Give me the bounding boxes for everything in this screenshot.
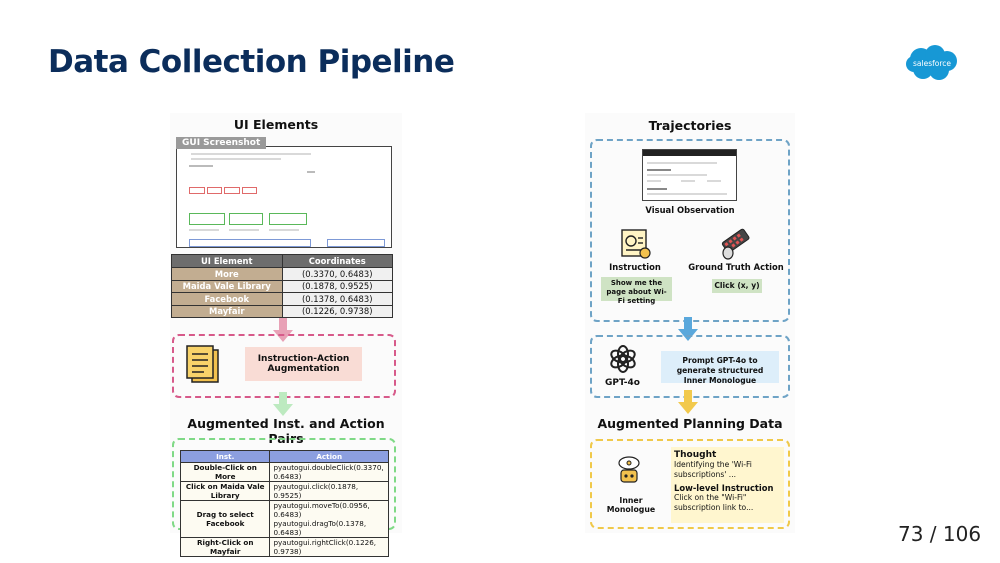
coordinates-cell: (0.1378, 0.6483) <box>281 292 393 306</box>
inst-header: Inst. <box>179 450 271 463</box>
planning-box <box>590 439 790 529</box>
action-header: Action <box>269 450 389 463</box>
planning-heading: Augmented Planning Data <box>597 416 783 431</box>
ui-element-table: UI Element Coordinates More (0.3370, 0.6… <box>171 254 393 318</box>
table-row: Double-Click on More pyautogui.doubleCli… <box>179 462 389 482</box>
ground-truth-text: Click (x, y) <box>712 279 762 293</box>
lowlevel-text: Click on the "Wi-Fi" subscription link t… <box>674 493 754 512</box>
action-line: pyautogui.dragTo(0.1378, 0.6483) <box>273 519 367 537</box>
robot-icon <box>613 455 645 491</box>
table-row: Right-Click on Mayfair pyautogui.rightCl… <box>179 537 389 557</box>
inst-cell: Double-Click on More <box>179 462 271 482</box>
table-row: Click on Maida Vale Library pyautogui.cl… <box>179 481 389 501</box>
down-arrow-pink <box>273 318 293 346</box>
coordinates-cell: (0.3370, 0.6483) <box>281 267 393 281</box>
pairs-table: Inst. Action Double-Click on More pyauto… <box>179 450 389 557</box>
ui-elements-heading: UI Elements <box>233 117 319 132</box>
action-line: pyautogui.moveTo(0.0956, 0.6483) <box>273 501 370 519</box>
coordinates-cell: (0.1226, 0.9738) <box>281 304 393 318</box>
table-row: Mayfair (0.1226, 0.9738) <box>171 304 393 318</box>
planning-text-panel: Thought Identifying the 'Wi-Fi subscript… <box>671 447 784 523</box>
gui-screenshot <box>176 146 392 248</box>
down-arrow-green <box>273 392 293 420</box>
prompt-text: Prompt GPT-4o to generate structured Inn… <box>661 351 779 385</box>
visual-observation-screenshot <box>642 149 737 201</box>
action-cell: pyautogui.doubleClick(0.3370, 0.6483) <box>269 462 389 482</box>
action-cell: pyautogui.moveTo(0.0956, 0.6483) pyautog… <box>269 500 389 538</box>
augmentation-label: Instruction-Action Augmentation <box>245 347 362 381</box>
ui-element-cell: More <box>171 267 283 281</box>
action-cell: pyautogui.rightClick(0.1226, 0.9738) <box>269 537 389 557</box>
table-row: Facebook (0.1378, 0.6483) <box>171 292 393 306</box>
keyboard-mouse-icon <box>718 226 754 264</box>
documents-icon <box>184 344 222 390</box>
coordinates-cell: (0.1878, 0.9525) <box>281 279 393 293</box>
ground-truth-label: Ground Truth Action <box>688 262 784 272</box>
down-arrow-yellow <box>678 390 698 418</box>
gpt-label: GPT-4o <box>605 378 640 388</box>
inst-cell: Click on Maida Vale Library <box>179 481 271 501</box>
instruction-text: Show me the page about Wi-Fi setting <box>601 277 672 305</box>
coordinates-header: Coordinates <box>281 254 393 268</box>
inst-cell: Right-Click on Mayfair <box>179 537 271 557</box>
visual-observation-label: Visual Observation <box>645 205 735 215</box>
inst-cell: Drag to select Facebook <box>179 500 271 538</box>
slide-title: Data Collection Pipeline <box>48 44 455 80</box>
table-row: Maida Vale Library (0.1878, 0.9525) <box>171 279 393 293</box>
table-row: More (0.3370, 0.6483) <box>171 267 393 281</box>
page-number: 73 / 106 <box>898 522 982 546</box>
instruction-icon <box>619 227 651 263</box>
ui-element-header: UI Element <box>171 254 283 268</box>
logo-text: salesforce <box>913 59 951 68</box>
instruction-label: Instruction <box>609 262 661 272</box>
ui-element-cell: Maida Vale Library <box>171 279 283 293</box>
action-cell: pyautogui.click(0.1878, 0.9525) <box>269 481 389 501</box>
openai-icon <box>608 344 638 378</box>
lowlevel-title: Low-level Instruction <box>674 483 774 493</box>
ui-element-cell: Mayfair <box>171 304 283 318</box>
ui-element-cell: Facebook <box>171 292 283 306</box>
gui-screenshot-label: GUI Screenshot <box>176 137 267 149</box>
inner-monologue-label: Inner Monologue <box>606 496 656 514</box>
thought-title: Thought <box>674 450 717 460</box>
thought-text: Identifying the 'Wi-Fi subscriptions' ..… <box>674 460 752 479</box>
trajectories-heading: Trajectories <box>648 118 732 133</box>
salesforce-logo: salesforce <box>905 44 959 82</box>
table-row: Drag to select Facebook pyautogui.moveTo… <box>179 500 389 538</box>
